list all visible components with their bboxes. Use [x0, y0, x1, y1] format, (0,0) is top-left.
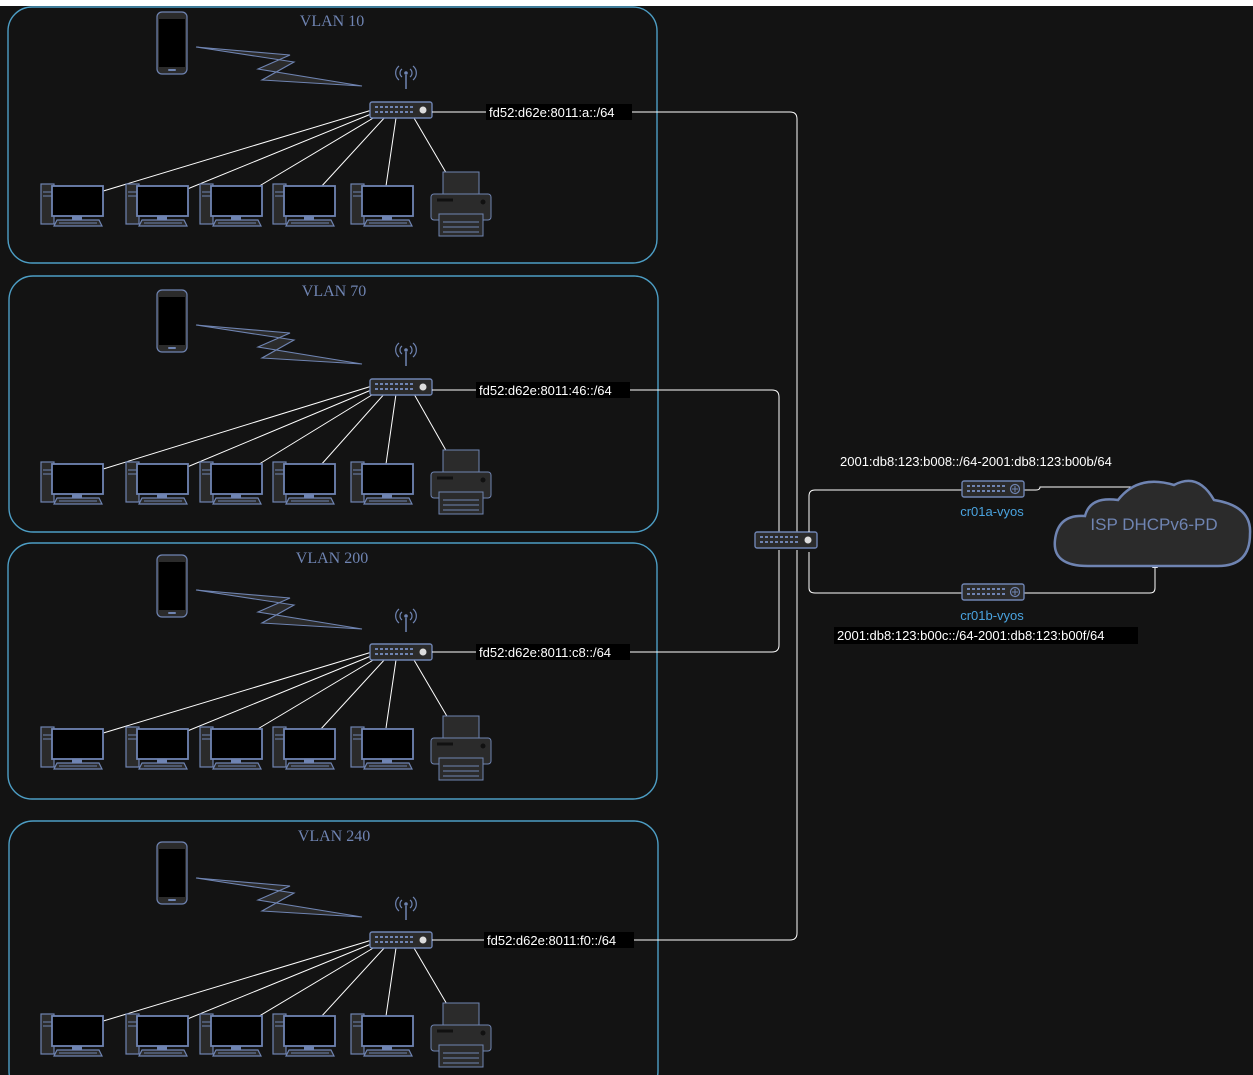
wireless-signal-icon: [195, 46, 363, 87]
router-prefix-range: 2001:db8:123:b008::/64-2001:db8:123:b00b…: [840, 454, 1112, 469]
access-switch-icon: [369, 378, 433, 396]
workstation-icon: [125, 1013, 189, 1057]
cloud-icon: [1053, 479, 1252, 568]
workstation-icon: [272, 183, 336, 227]
core-switch-icon: [754, 531, 818, 549]
workstation-icon: [125, 461, 189, 505]
phone-icon: [156, 841, 188, 905]
workstation-icon: [199, 183, 263, 227]
workstation-icon: [199, 726, 263, 770]
wireless-signal-icon: [195, 589, 363, 630]
vlan-title: VLAN 70: [302, 283, 366, 300]
vlan-group-200: VLAN 200: [7, 542, 658, 800]
phone-icon: [156, 289, 188, 353]
workstation-icon: [272, 726, 336, 770]
access-switch-icon: [369, 101, 433, 119]
workstation-icon: [40, 1013, 104, 1057]
workstation-icon: [40, 726, 104, 770]
router-name: cr01a-vyos: [960, 504, 1024, 519]
workstation-icon: [125, 726, 189, 770]
wireless-signal-icon: [195, 877, 363, 918]
prefix-labels: fd52:d62e:8011:a::/64 fd52:d62e:8011:46:…: [476, 104, 634, 948]
uplink-links: [432, 111, 798, 941]
vlan-group-70: VLAN 70: [8, 275, 659, 533]
workstation-icon: [40, 461, 104, 505]
prefix-label: fd52:d62e:8011:a::/64: [489, 105, 615, 120]
device-links: [99, 939, 449, 1023]
vlan-container: [7, 542, 658, 800]
access-switch-icon: [369, 931, 433, 949]
cloud-label: ISP DHCPv6-PD: [1090, 515, 1217, 534]
core-router-links: [808, 486, 1156, 594]
phone-icon: [156, 554, 188, 618]
phone-icon: [156, 11, 188, 75]
workstation-icon: [199, 1013, 263, 1057]
workstation-icon: [199, 461, 263, 505]
router-icon: [961, 583, 1025, 601]
vlan-group-10: VLAN 10: [7, 6, 658, 264]
prefix-label: fd52:d62e:8011:46::/64: [479, 383, 612, 398]
device-links: [99, 385, 449, 471]
vlan-group-240: VLAN 240: [8, 820, 659, 1075]
wireless-signal-icon: [195, 324, 363, 365]
workstation-icon: [350, 183, 414, 227]
vlan-title: VLAN 240: [298, 828, 370, 845]
vlan-title: VLAN 10: [300, 13, 364, 30]
workstation-icon: [350, 461, 414, 505]
workstation-icon: [272, 461, 336, 505]
vlan-title: VLAN 200: [296, 550, 368, 567]
router-name: cr01b-vyos: [960, 608, 1024, 623]
router-icon: [961, 480, 1025, 498]
device-links: [99, 651, 449, 735]
workstation-icon: [350, 1013, 414, 1057]
prefix-label: fd52:d62e:8011:f0::/64: [487, 933, 616, 948]
prefix-label: fd52:d62e:8011:c8::/64: [479, 645, 611, 660]
workstation-icon: [272, 1013, 336, 1057]
access-switch-icon: [369, 643, 433, 661]
workstation-icon: [125, 183, 189, 227]
device-links: [99, 109, 449, 193]
router-prefix-range: 2001:db8:123:b00c::/64-2001:db8:123:b00f…: [837, 628, 1104, 643]
workstation-icon: [350, 726, 414, 770]
workstation-icon: [40, 183, 104, 227]
